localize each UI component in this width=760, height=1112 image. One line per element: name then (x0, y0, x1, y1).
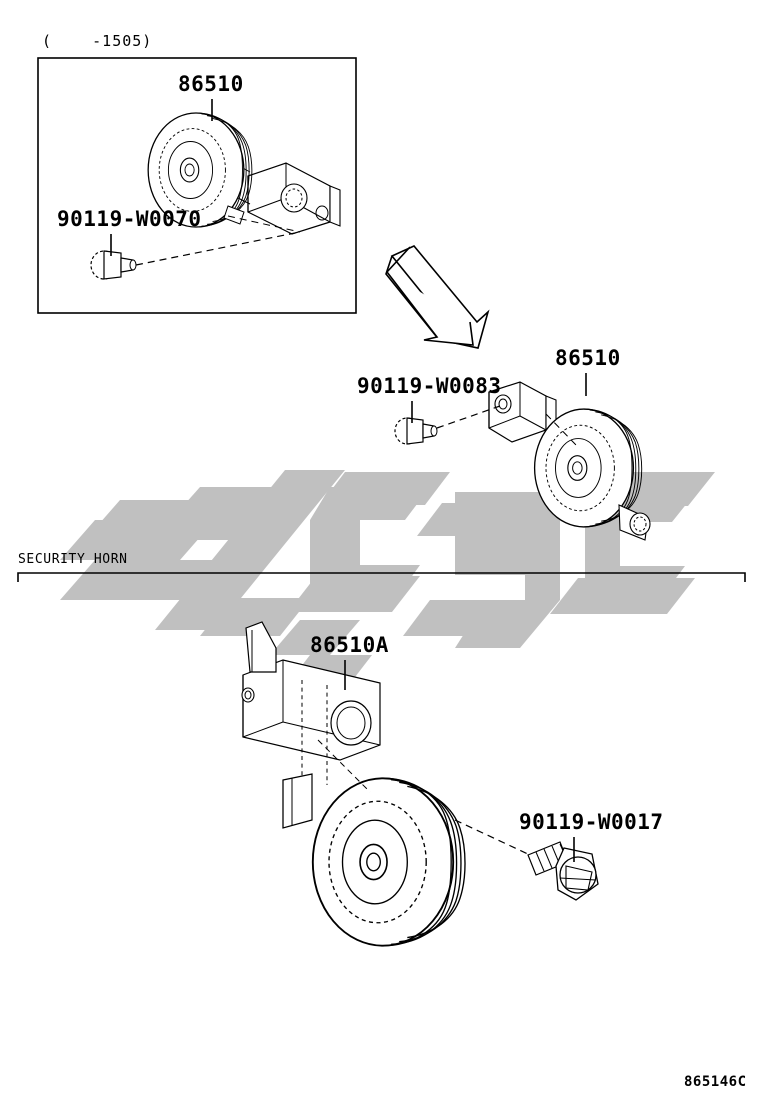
part-label-90119-w0083: 90119-W0083 (357, 374, 502, 398)
top-group-box (37, 57, 357, 314)
part-label-90119-w0017: 90119-W0017 (519, 810, 664, 834)
part-label-86510-middle: 86510 (555, 346, 621, 370)
middle-horn-assembly-drawing (394, 381, 651, 541)
top-horn-assembly-drawing (90, 112, 341, 280)
diagram-code: 865146C (684, 1074, 747, 1090)
top-bolt-drawing (90, 250, 137, 280)
section-title-security-horn: SECURITY HORN (18, 552, 128, 567)
bottom-horn-assembly-drawing (241, 621, 599, 947)
section-divider-rule (17, 572, 746, 582)
applicability-note: ( -1505) (42, 32, 153, 50)
transition-arrow-icon (385, 245, 490, 349)
part-label-86510-top: 86510 (178, 72, 244, 96)
middle-bolt-drawing (394, 417, 438, 445)
part-label-90119-w0070: 90119-W0070 (57, 207, 202, 231)
bottom-bolt-drawing (527, 841, 599, 901)
part-label-86510a: 86510A (310, 633, 389, 657)
